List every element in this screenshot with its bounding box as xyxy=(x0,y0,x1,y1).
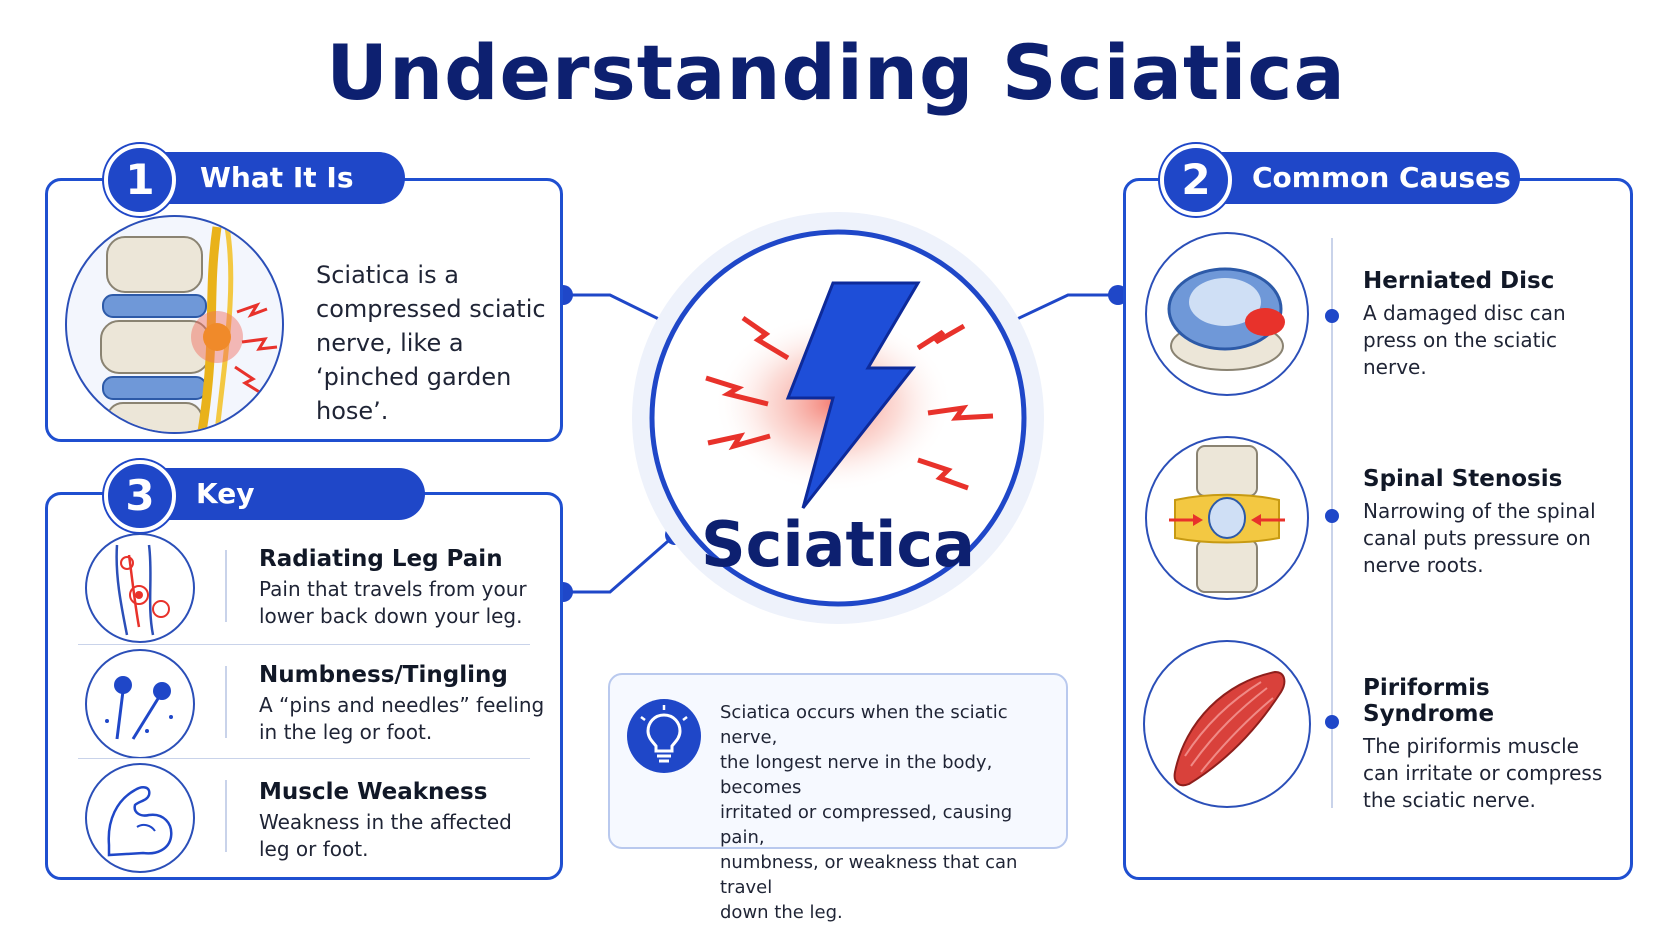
symptom-description: Pain that travels from your lower back d… xyxy=(259,576,549,630)
symptom-title: Numbness/Tingling xyxy=(259,662,508,688)
cause-line: canal puts pressure on xyxy=(1363,526,1591,550)
step-number-badge: 1 xyxy=(104,144,176,216)
symptom-title: Muscle Weakness xyxy=(259,779,488,805)
symptom-separator xyxy=(225,780,227,852)
cause-title: Spinal Stenosis xyxy=(1363,466,1563,492)
cause-description: The piriformis muscle can irritate or co… xyxy=(1363,733,1623,814)
cause-item: Herniated Disc A damaged disc can press … xyxy=(1363,268,1623,381)
step-number-badge: 2 xyxy=(1160,144,1232,216)
leg-pain-icon xyxy=(85,533,195,643)
herniated-disc-icon xyxy=(1145,232,1309,396)
page-title: Understanding Sciatica xyxy=(326,28,1346,117)
info-line: down the leg. xyxy=(720,902,843,923)
common-causes-header: Common Causes xyxy=(1180,152,1520,204)
symptom-line: lower back down your leg. xyxy=(259,604,523,628)
central-label: Sciatica xyxy=(701,508,975,581)
description-line: Sciatica is a xyxy=(316,261,459,289)
symptom-line: Weakness in the affected xyxy=(259,810,512,834)
cause-line: Narrowing of the spinal xyxy=(1363,499,1596,523)
common-causes-heading: Common Causes xyxy=(1252,161,1511,194)
cause-line: A damaged disc can xyxy=(1363,301,1566,325)
what-it-is-heading: What It Is xyxy=(200,161,354,194)
cause-item: Spinal Stenosis Narrowing of the spinal … xyxy=(1363,466,1623,579)
cause-item: Piriformis Syndrome The piriformis muscl… xyxy=(1363,675,1623,814)
cause-bullet xyxy=(1325,309,1339,323)
symptom-line: in the leg or foot. xyxy=(259,720,433,744)
description-line: nerve, like a xyxy=(316,329,464,357)
spinal-stenosis-icon xyxy=(1145,436,1309,600)
key-symptoms-heading: Key Symptoms xyxy=(196,477,363,562)
cause-title: Piriformis Syndrome xyxy=(1363,675,1495,727)
cause-line: the sciatic nerve. xyxy=(1363,788,1536,812)
step-number-badge: 3 xyxy=(104,460,176,532)
central-sciatica-badge: Sciatica xyxy=(628,208,1048,628)
symptom-line: Pain that travels from your xyxy=(259,577,527,601)
symptom-title: Radiating Leg Pain xyxy=(259,546,503,572)
info-line: the longest nerve in the body, becomes xyxy=(720,752,993,798)
lightbulb-icon xyxy=(627,699,701,773)
spine-pinched-nerve-icon xyxy=(65,215,284,434)
cause-description: Narrowing of the spinal canal puts press… xyxy=(1363,498,1623,579)
symptom-description: Weakness in the affected leg or foot. xyxy=(259,809,549,863)
symptom-line: leg or foot. xyxy=(259,837,369,861)
flexed-arm-icon xyxy=(85,763,195,873)
symptom-description: A “pins and needles” feeling in the leg … xyxy=(259,692,549,746)
cause-description: A damaged disc can press on the sciatic … xyxy=(1363,300,1623,381)
symptom-separator xyxy=(225,550,227,622)
info-text: Sciatica occurs when the sciatic nerve, … xyxy=(720,700,1060,925)
cause-bullet xyxy=(1325,509,1339,523)
info-line: Sciatica occurs when the sciatic nerve, xyxy=(720,702,1008,748)
key-symptoms-header: Key Symptoms xyxy=(120,468,425,562)
pins-needles-icon xyxy=(85,649,195,759)
cause-line: can irritate or compress xyxy=(1363,761,1603,785)
causes-timeline xyxy=(1331,238,1333,808)
cause-title: Herniated Disc xyxy=(1363,268,1555,294)
symptom-divider xyxy=(78,758,530,759)
what-it-is-description: Sciatica is a compressed sciatic nerve, … xyxy=(316,258,556,428)
cause-line: The piriformis muscle xyxy=(1363,734,1579,758)
symptom-separator xyxy=(225,666,227,738)
cause-line: press on the sciatic nerve. xyxy=(1363,328,1558,379)
description-line: ‘pinched garden hose’. xyxy=(316,363,512,425)
info-line: irritated or compressed, causing pain, xyxy=(720,802,1013,848)
symptom-item: Numbness/Tingling A “pins and needles” f… xyxy=(259,662,549,746)
piriformis-muscle-icon xyxy=(1143,640,1311,808)
symptom-item: Radiating Leg Pain Pain that travels fro… xyxy=(259,546,549,630)
cause-bullet xyxy=(1325,715,1339,729)
symptom-divider xyxy=(78,644,530,645)
info-line: numbness, or weakness that can travel xyxy=(720,852,1018,898)
symptom-item: Muscle Weakness Weakness in the affected… xyxy=(259,779,549,863)
lightning-bolt-icon xyxy=(632,212,1044,624)
symptom-line: A “pins and needles” feeling xyxy=(259,693,545,717)
description-line: compressed sciatic xyxy=(316,295,546,323)
cause-line: nerve roots. xyxy=(1363,553,1484,577)
